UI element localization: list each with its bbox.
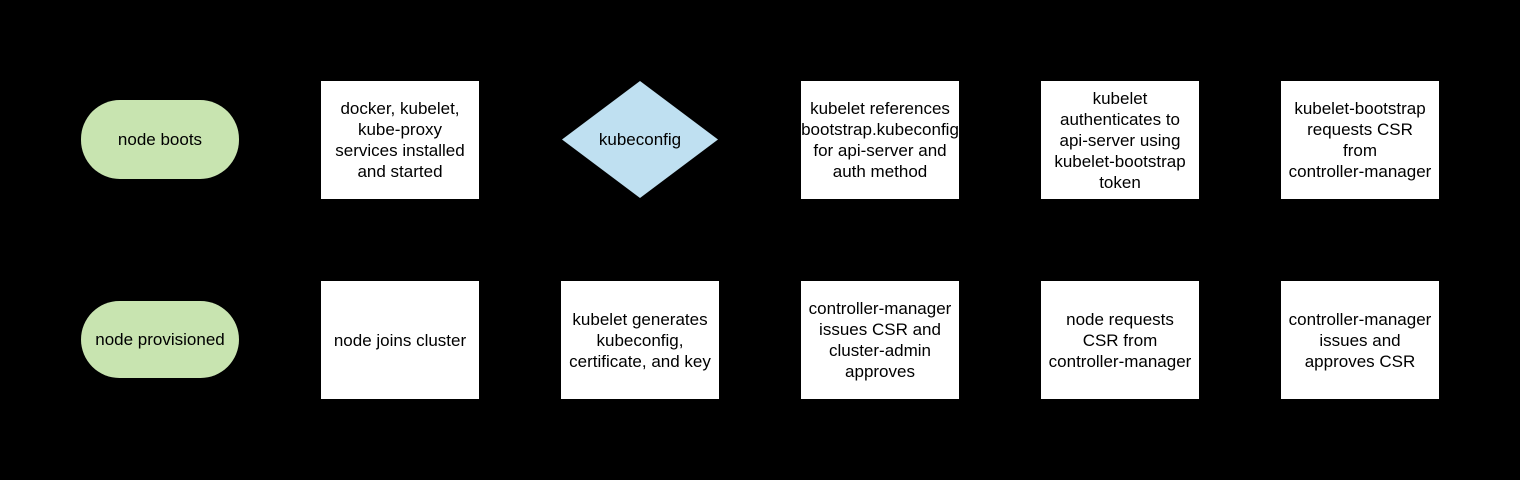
terminator-node-boots: node boots: [81, 100, 239, 179]
process-kubelet-references-bootstrap-kubeconfig-label: kubelet references bootstrap.kubeconfig …: [801, 99, 959, 181]
terminator-node-provisioned: node provisioned: [81, 301, 239, 378]
process-kubelet-generates-kubeconfig: kubelet generates kubeconfig, certificat…: [561, 281, 719, 399]
decision-kubeconfig: kubeconfig: [562, 81, 718, 198]
process-controller-manager-issues-and-approves-csr: controller-manager issues and approves C…: [1281, 281, 1439, 399]
decision-diamond-shape: [562, 81, 718, 198]
process-node-requests-csr: node requests CSR from controller-manage…: [1041, 281, 1199, 399]
process-node-requests-csr-label: node requests CSR from controller-manage…: [1048, 309, 1192, 371]
process-controller-manager-issues-and-approves-csr-label: controller-manager issues and approves C…: [1288, 309, 1432, 371]
terminator-node-provisioned-label: node provisioned: [95, 330, 225, 349]
process-node-joins-cluster: node joins cluster: [321, 281, 479, 399]
process-services-installed: docker, kubelet, kube-proxy services ins…: [321, 81, 479, 199]
process-kubelet-bootstrap-requests-csr-label: kubelet-bootstrap requests CSR from cont…: [1288, 99, 1432, 181]
process-controller-manager-issues-csr-cluster-admin-approves-label: controller-manager issues CSR and cluste…: [808, 299, 952, 381]
decision-kubeconfig-label: kubeconfig: [598, 130, 682, 149]
process-services-installed-label: docker, kubelet, kube-proxy services ins…: [335, 99, 465, 181]
process-kubelet-bootstrap-requests-csr: kubelet-bootstrap requests CSR from cont…: [1281, 81, 1439, 199]
process-controller-manager-issues-csr-cluster-admin-approves: controller-manager issues CSR and cluste…: [801, 281, 959, 399]
process-node-joins-cluster-label: node joins cluster: [333, 330, 467, 350]
process-kubelet-authenticates-label: kubelet authenticates to api-server usin…: [1054, 88, 1186, 192]
process-kubelet-generates-kubeconfig-label: kubelet generates kubeconfig, certificat…: [569, 309, 711, 371]
process-kubelet-authenticates: kubelet authenticates to api-server usin…: [1041, 81, 1199, 199]
process-kubelet-references-bootstrap-kubeconfig: kubelet references bootstrap.kubeconfig …: [801, 81, 959, 199]
terminator-node-boots-label: node boots: [117, 130, 203, 149]
